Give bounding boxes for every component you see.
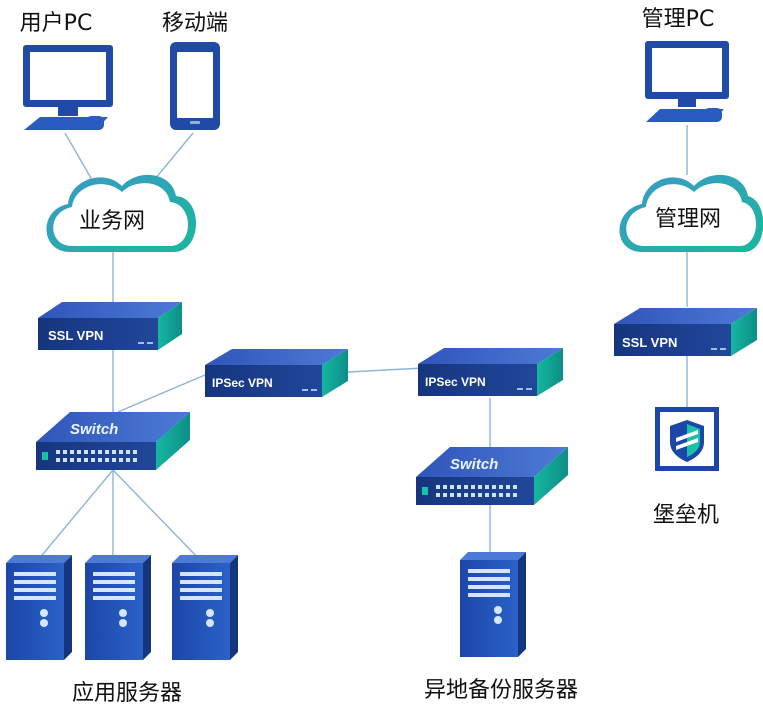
- backup-server-icon: [460, 552, 526, 657]
- link-switch-server3: [112, 469, 201, 561]
- mobile-label: 移动端: [162, 11, 228, 36]
- mgmt-pc-icon: [645, 41, 729, 122]
- switch-left-label: Switch: [70, 421, 118, 438]
- switch-right-label: Switch: [450, 456, 498, 473]
- app-server-3-icon: [172, 555, 238, 660]
- bastion-host-icon: [655, 407, 719, 471]
- app-servers-label: 应用服务器: [72, 681, 182, 706]
- business-network-cloud: [46, 174, 197, 252]
- bastion-host-label: 堡垒机: [653, 503, 719, 528]
- link-userpc-cloud: [64, 132, 96, 186]
- switch-left-ports: [56, 450, 137, 462]
- user-pc-icon: [23, 45, 113, 130]
- app-server-1-icon: [6, 555, 72, 660]
- link-ipsec-ipsec: [347, 367, 425, 373]
- mobile-device-icon: [170, 42, 220, 130]
- ssl-vpn-right-device: [614, 308, 757, 356]
- ssl-vpn-left-device: [38, 302, 182, 350]
- ssl-vpn-right-label: SSL VPN: [622, 335, 677, 350]
- backup-servers-label: 异地备份服务器: [424, 678, 578, 703]
- link-switch-ipsec: [117, 371, 213, 413]
- ipsec-vpn-left-label: IPSec VPN: [212, 376, 273, 390]
- ipsec-vpn-right-label: IPSec VPN: [425, 375, 486, 389]
- switch-left-device: [36, 412, 190, 470]
- mgmt-network-label: 管理网: [655, 207, 721, 232]
- switch-right-ports: [436, 485, 517, 497]
- app-server-2-icon: [85, 555, 151, 660]
- connection-lines: [37, 125, 688, 561]
- ssl-vpn-left-label: SSL VPN: [48, 328, 103, 343]
- mgmt-pc-label: 管理PC: [642, 7, 715, 32]
- ipsec-vpn-right-device: [418, 348, 563, 396]
- user-pc-label: 用户PC: [20, 11, 93, 36]
- ipsec-vpn-left-device: [205, 349, 348, 397]
- link-switch-server1: [37, 469, 114, 561]
- switch-right-device: [416, 447, 568, 505]
- business-network-label: 业务网: [79, 209, 145, 234]
- mgmt-network-cloud: [619, 174, 763, 252]
